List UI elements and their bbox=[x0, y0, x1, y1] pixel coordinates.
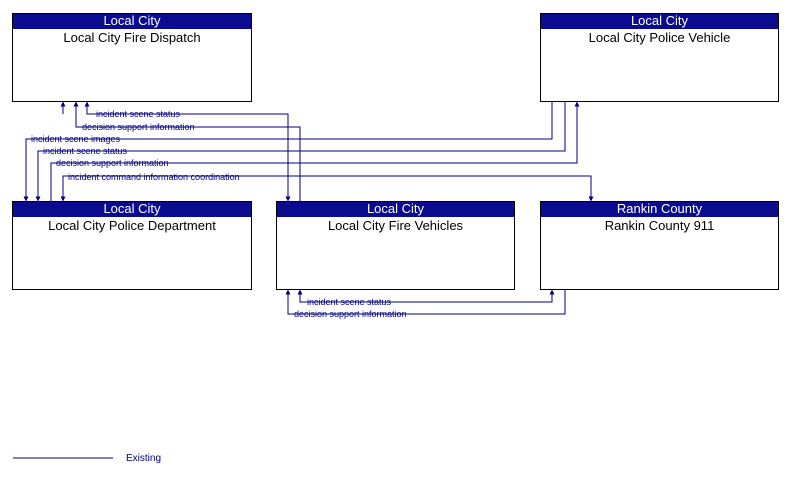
node-owner-header: Local City bbox=[277, 202, 514, 217]
flow-label: decision support information bbox=[294, 309, 407, 319]
node-local-city-police-vehicle: Local City Local City Police Vehicle bbox=[540, 13, 779, 102]
node-owner-header: Local City bbox=[13, 14, 251, 29]
node-name: Local City Fire Dispatch bbox=[63, 30, 201, 45]
flow-line-fv-fd-decision bbox=[73, 101, 301, 201]
flow-line-rc-fv-decision bbox=[285, 289, 566, 315]
flow-line-fd-fv-status bbox=[84, 101, 291, 202]
flow-label: incident scene status bbox=[96, 109, 181, 119]
flow-line-rc-fv-status bbox=[297, 289, 555, 303]
flow-line-pv-pd-images bbox=[23, 102, 553, 202]
node-owner-header: Local City bbox=[541, 14, 778, 29]
node-local-city-police-department: Local City Local City Police Department bbox=[12, 201, 252, 290]
node-local-city-fire-vehicles: Local City Local City Fire Vehicles bbox=[276, 201, 515, 290]
legend-existing-label: Existing bbox=[126, 453, 162, 464]
node-name: Rankin County 911 bbox=[604, 218, 715, 233]
flow-label: incident scene status bbox=[307, 297, 392, 307]
flow-label: incident scene images bbox=[31, 134, 121, 144]
node-local-city-fire-dispatch: Local City Local City Fire Dispatch bbox=[12, 13, 252, 102]
flow-label: incident scene status bbox=[43, 146, 128, 156]
flow-line-pd-rc-command bbox=[60, 175, 594, 202]
flow-label: decision support information bbox=[82, 122, 195, 132]
node-name: Local City Fire Vehicles bbox=[327, 218, 464, 233]
node-rankin-county-911: Rankin County Rankin County 911 bbox=[540, 201, 779, 290]
flow-label: incident command information coordinatio… bbox=[68, 172, 240, 182]
node-owner-header: Local City bbox=[13, 202, 251, 217]
node-name: Local City Police Department bbox=[48, 218, 216, 233]
node-owner-header: Rankin County bbox=[541, 202, 778, 217]
flow-line-pd-pv-decision bbox=[50, 101, 580, 201]
flow-line-pv-pd-status bbox=[35, 102, 566, 202]
flow-label: decision support information bbox=[56, 158, 169, 168]
node-name: Local City Police Vehicle bbox=[588, 30, 731, 45]
